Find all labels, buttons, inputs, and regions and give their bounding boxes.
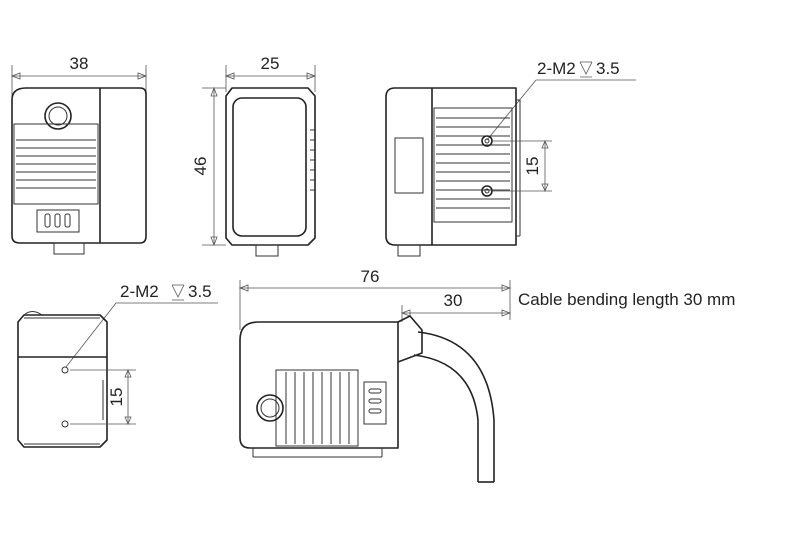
top-spacing-label: 15 xyxy=(107,388,126,407)
cable-strain-relief xyxy=(397,315,423,363)
side-width-label: 25 xyxy=(261,54,280,73)
back-body-outline xyxy=(385,87,517,246)
cable-length-label: 76 xyxy=(361,267,380,286)
back-view: 2-M2 3.5 xyxy=(385,59,636,257)
front-width-label: 38 xyxy=(70,54,89,73)
cable-indicator-panel xyxy=(363,381,387,425)
cable-inner-edge xyxy=(413,354,479,482)
cable-bend-label: 30 xyxy=(444,291,463,310)
side-window xyxy=(232,97,307,237)
front-indicator-panel xyxy=(36,209,80,233)
side-grip-ridges xyxy=(310,129,315,191)
front-view: 38 xyxy=(10,54,148,255)
front-connector xyxy=(53,242,85,255)
top-body-outline xyxy=(17,314,108,448)
cable-view: 76 30 Cable bending length 30 mm xyxy=(238,267,735,483)
cable-bend-note: Cable bending length 30 mm xyxy=(518,290,735,309)
top-hole-callout: 2-M2 xyxy=(120,282,159,301)
side-connector xyxy=(255,244,279,257)
cable-body-outline xyxy=(239,321,399,449)
top-hole-depth: 3.5 xyxy=(188,282,212,301)
cable-outer-edge xyxy=(417,331,495,482)
top-view: 2-M2 3.5 15 xyxy=(17,282,218,448)
back-mount-hole-bottom xyxy=(481,185,493,197)
back-label-plate xyxy=(394,137,424,194)
back-depth-icon xyxy=(579,61,593,78)
back-hole-depth: 3.5 xyxy=(596,59,620,78)
front-body-outline xyxy=(11,87,147,244)
cable-lens-icon xyxy=(256,394,284,422)
back-hole-callout: 2-M2 xyxy=(537,59,576,78)
cable-cooling-fins xyxy=(285,372,350,444)
back-spacing-label: 15 xyxy=(523,157,542,176)
front-cooling-fins xyxy=(16,139,96,189)
top-mount-hole-bottom xyxy=(61,420,69,428)
side-view: 25 46 xyxy=(191,54,317,257)
back-connector xyxy=(397,244,421,257)
top-depth-icon xyxy=(171,284,185,301)
side-body-outline xyxy=(225,87,316,246)
side-height-label: 46 xyxy=(191,157,210,176)
back-cooling-fins xyxy=(436,117,510,209)
top-mount-hole-top xyxy=(61,366,69,374)
front-lens-icon xyxy=(44,102,72,130)
